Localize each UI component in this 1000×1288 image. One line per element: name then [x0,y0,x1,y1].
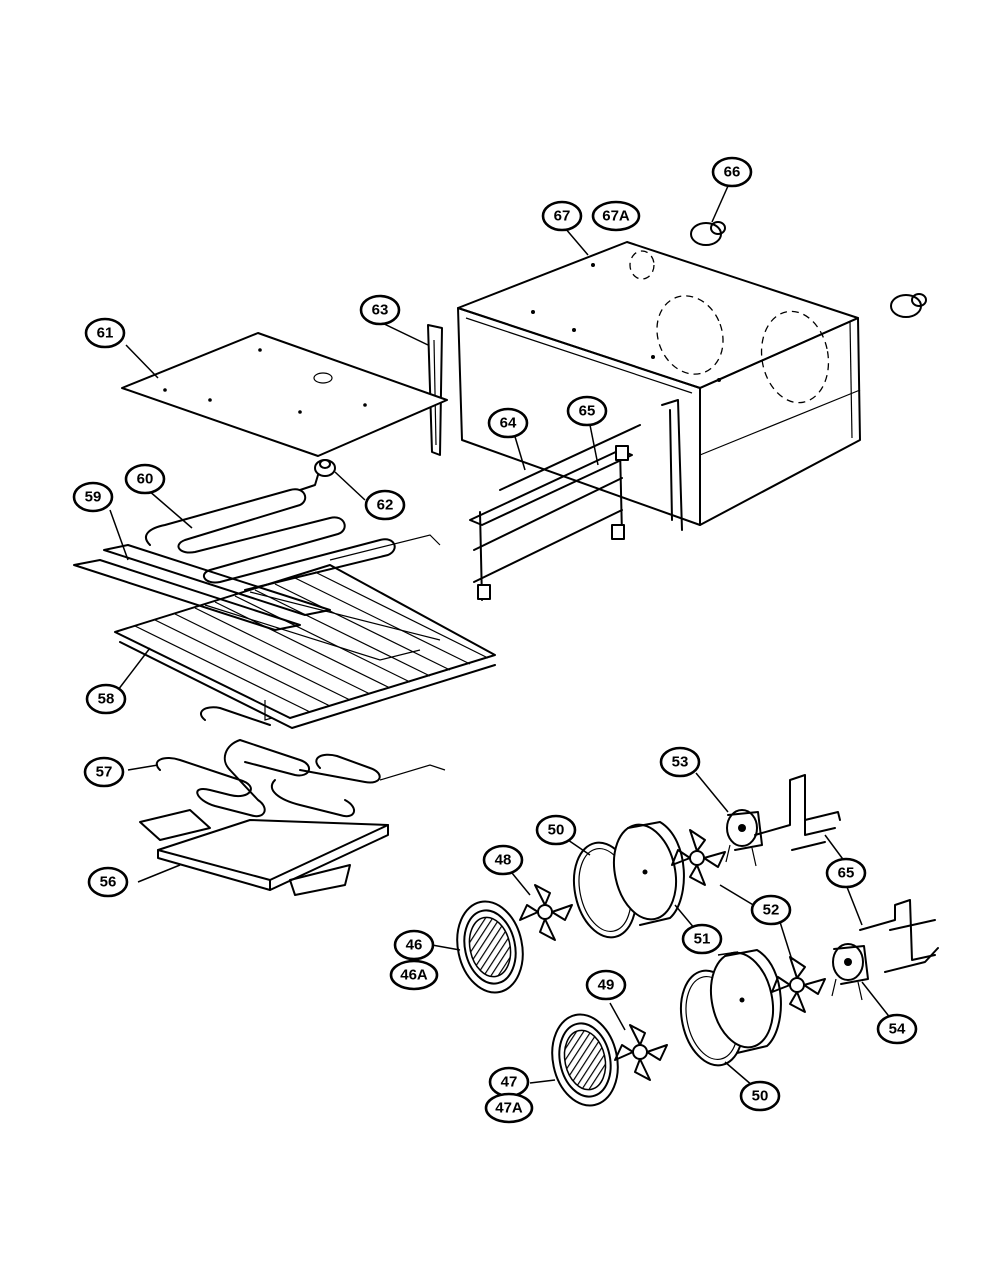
callout-50-upper: 50 [535,814,577,846]
callout-label: 46A [400,967,428,984]
callout-58: 58 [85,683,127,715]
callout-label: 48 [495,852,512,869]
callout-50-lower: 50 [739,1080,781,1112]
callout-label: 64 [500,415,517,432]
callout-64: 64 [487,407,529,439]
callout-label: 60 [137,471,154,488]
callout-label: 57 [96,764,113,781]
callout-47a: 47A [484,1092,534,1124]
motor-bracket-upper [754,774,841,851]
callout-label: 63 [372,302,389,319]
callout-60: 60 [124,463,166,495]
fan-cover-upper [456,900,524,994]
fan-motor-upper [725,809,763,867]
callout-label: 46 [406,937,423,954]
callout-52: 52 [750,894,792,926]
callout-label: 49 [598,977,615,994]
fan-cover-lower [551,1013,619,1107]
upper-heating-element [145,474,441,591]
fan-motor-lower [831,943,869,1001]
callout-label: 56 [100,874,117,891]
callout-label: 54 [889,1021,906,1038]
lamp-socket [314,459,336,477]
callout-67: 67 [541,200,583,232]
callout-54: 54 [876,1013,918,1045]
callout-57: 57 [83,756,125,788]
callout-66: 66 [711,156,753,188]
callout-label: 65 [838,865,855,882]
callout-label: 61 [97,325,114,342]
callout-51: 51 [681,923,723,955]
callout-label: 67A [602,208,630,225]
impeller-lower [771,956,826,1013]
leader-lines [109,185,896,1093]
side-bracket [427,324,443,456]
lower-heating-element [155,700,446,818]
callout-label: 50 [752,1088,769,1105]
callout-label: 58 [98,691,115,708]
callout-label: 50 [548,822,565,839]
callout-label: 51 [694,931,711,948]
callout-53: 53 [659,746,701,778]
top-panel [121,332,448,457]
callout-61: 61 [84,317,126,349]
callout-67a: 67A [591,200,641,232]
fan-blade-lower [614,1024,668,1081]
fan-housing-upper [613,821,685,926]
callout-label: 47 [501,1074,518,1091]
callout-63: 63 [359,294,401,326]
callout-label: 65 [579,403,596,420]
callout-label: 59 [85,489,102,506]
callout-48: 48 [482,844,524,876]
callout-47: 47 [488,1066,530,1098]
callout-49: 49 [585,969,627,1001]
fan-blade-upper [519,884,573,941]
callout-46a: 46A [389,959,439,991]
thermostat-knob-top [690,221,726,246]
callout-65-bottom: 65 [825,857,867,889]
oven-cavity-housing [457,241,861,531]
callout-62: 62 [364,489,406,521]
callout-56: 56 [87,866,129,898]
motor-bracket-lower [859,899,939,973]
impeller-upper [671,829,726,886]
callout-label: 62 [377,497,394,514]
callout-label: 47A [495,1100,523,1117]
callout-65-top: 65 [566,395,608,427]
oven-rack [114,564,496,729]
callout-59: 59 [72,481,114,513]
callout-label: 67 [554,208,571,225]
bottom-tray [139,809,389,896]
callout-label: 53 [672,754,689,771]
rack-support-rail [73,544,331,631]
callout-46: 46 [393,929,435,961]
side-rack-assembly [469,424,641,601]
thermostat-knob-side [890,293,927,318]
callout-label: 52 [763,902,780,919]
callout-label: 66 [724,164,741,181]
